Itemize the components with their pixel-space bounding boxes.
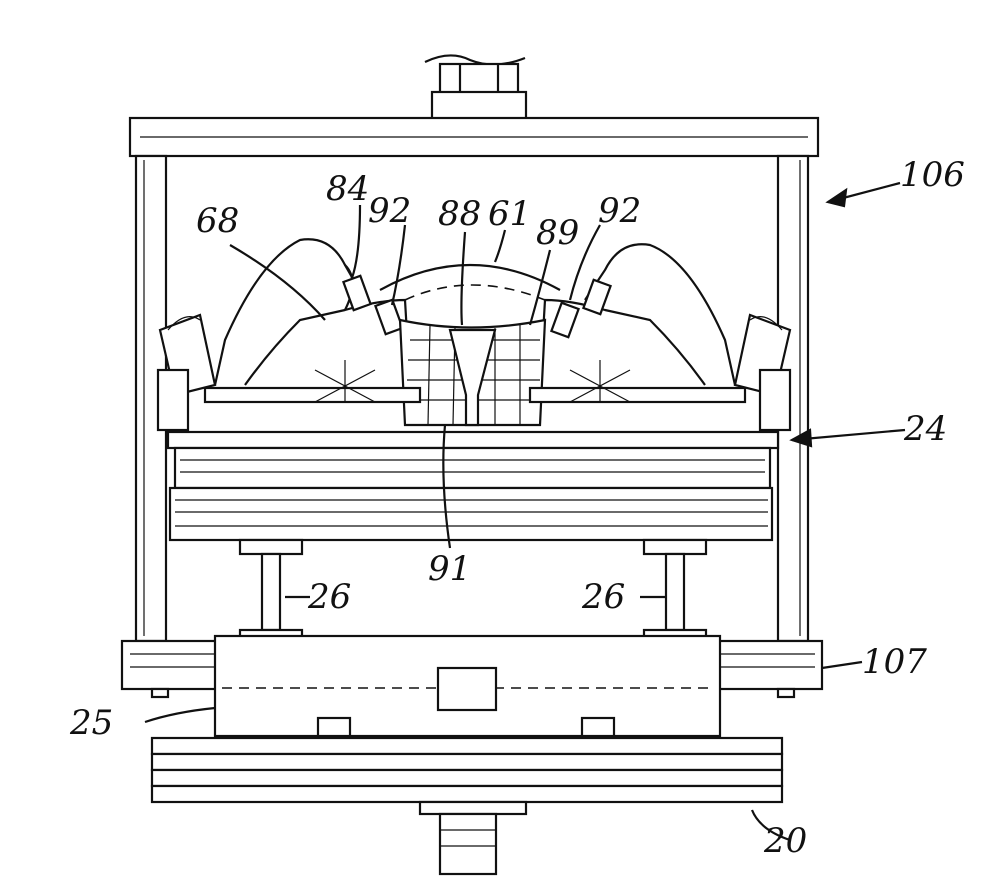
label-61: 61 [488,194,531,234]
arrows [789,181,906,448]
pulley [150,736,784,876]
label-84: 84 [326,169,369,209]
drive-housing [213,634,722,738]
platform [166,430,780,542]
label-26-right: 26 [581,577,625,617]
label-68: 68 [196,201,239,241]
label-24: 24 [903,409,947,449]
label-91: 91 [428,549,471,589]
label-20: 20 [763,821,807,861]
label-106: 106 [900,155,965,195]
mesh-net [398,318,547,427]
seat-trays [156,360,792,432]
label-92-right: 92 [598,191,641,231]
label-107: 107 [862,642,927,682]
label-89: 89 [536,213,579,253]
label-88: 88 [438,194,481,234]
label-25: 25 [69,703,113,743]
leader-lines [144,204,863,842]
dome-shell [379,264,561,291]
dome-dashed [404,284,546,301]
label-92-left: 92 [368,191,411,231]
top-shaft [424,54,528,122]
label-26-left: 26 [307,577,351,617]
right-leg [538,243,792,397]
